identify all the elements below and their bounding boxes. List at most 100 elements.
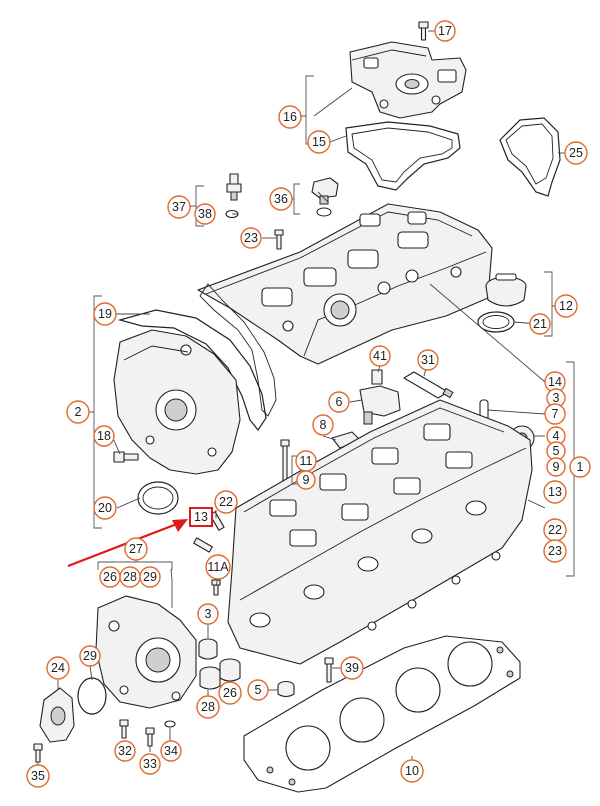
callout-ring — [79, 645, 101, 667]
callout-number: 37 — [172, 200, 186, 214]
part-bolt-33 — [145, 727, 155, 747]
callout-number: 22 — [219, 495, 233, 509]
callout-ring — [93, 496, 117, 520]
part-gasket-15-inner — [351, 127, 453, 183]
callout-c12: 12 — [554, 294, 578, 318]
part-cylinder-head — [227, 399, 533, 665]
callout-ring — [296, 470, 316, 490]
callout-ring — [167, 195, 191, 219]
callout-number: 19 — [98, 307, 112, 321]
callout-number: 9 — [303, 473, 310, 487]
callout-number: 22 — [548, 523, 562, 537]
callout-ring — [369, 345, 391, 367]
part-oil-filler-cap — [485, 273, 527, 307]
callout-c13b: 13 — [543, 480, 567, 504]
callout-number: 8 — [320, 418, 327, 432]
callout-number: 5 — [553, 444, 560, 458]
callout-number: 39 — [345, 661, 359, 675]
red-arrow — [67, 519, 188, 568]
part-plug-5 — [277, 680, 295, 698]
part-valve-6 — [359, 369, 401, 425]
callout-c7: 7 — [544, 403, 566, 425]
callout-number: 3 — [205, 607, 212, 621]
callout-ring — [205, 554, 231, 580]
part-timing-cover-2 — [113, 329, 241, 475]
callout-c34: 34 — [160, 740, 182, 762]
callout-number: 10 — [405, 764, 419, 778]
callout-number: 33 — [143, 757, 157, 771]
part-head-bolt-11 — [280, 439, 290, 483]
callout-number: 20 — [98, 501, 112, 515]
part-seal-20-inner — [142, 486, 174, 510]
callout-c29a: 29 — [139, 566, 161, 588]
callout-c9b: 9 — [296, 470, 316, 490]
callout-number: 25 — [569, 146, 583, 160]
callout-c5a: 5 — [546, 441, 566, 461]
callout-ring — [312, 414, 334, 436]
part-bolt-39 — [324, 657, 334, 683]
callout-number: 3 — [553, 391, 560, 405]
callout-number: 29 — [83, 649, 97, 663]
callout-c16: 16 — [278, 105, 302, 129]
callout-ring — [26, 764, 50, 788]
callout-c5b: 5 — [247, 679, 269, 701]
callout-number: 35 — [31, 769, 45, 783]
callout-c25: 25 — [564, 141, 588, 165]
callout-number: 24 — [51, 661, 65, 675]
callout-ring — [543, 480, 567, 504]
callout-c32: 32 — [114, 740, 136, 762]
callout-number: 1 — [577, 460, 584, 474]
part-cover-plate-24 — [39, 687, 75, 743]
part-washer-34 — [164, 720, 176, 728]
callout-number: 23 — [548, 544, 562, 558]
bracket-2 — [88, 295, 102, 529]
callout-number: 28 — [201, 700, 215, 714]
part-bushing-26 — [219, 658, 241, 682]
callout-c14: 14 — [544, 371, 566, 393]
part-bushing-3 — [198, 638, 218, 660]
callout-number: 2 — [75, 405, 82, 419]
part-gasket-25 — [499, 117, 561, 197]
callout-c19: 19 — [93, 302, 117, 326]
callout-c2: 2 — [66, 400, 90, 424]
part-o-ring-29 — [77, 677, 107, 715]
part-oil-separator-16 — [349, 41, 467, 119]
part-bolt-11a — [211, 579, 221, 596]
callout-number: 23 — [244, 231, 258, 245]
callout-ring — [564, 141, 588, 165]
callout-number: 17 — [438, 24, 452, 38]
callout-number: 7 — [552, 407, 559, 421]
callout-ring — [434, 20, 456, 42]
callout-number: 36 — [274, 192, 288, 206]
callout-ring — [278, 105, 302, 129]
callout-c33: 33 — [139, 753, 161, 775]
callout-c8: 8 — [312, 414, 334, 436]
callout-c9a: 9 — [546, 457, 566, 477]
callout-ring — [328, 391, 350, 413]
part-sensor-37 — [226, 173, 242, 201]
callout-number: 38 — [198, 207, 212, 221]
callout-ring — [543, 539, 567, 563]
part-cylinder-head-cover — [197, 203, 493, 365]
callout-ring — [340, 656, 364, 680]
part-bushing-28 — [199, 666, 221, 690]
callout-number: 6 — [336, 395, 343, 409]
part-tube-31 — [403, 371, 454, 399]
part-bolt-17 — [418, 21, 429, 41]
callout-ring — [569, 456, 591, 478]
callout-ring — [269, 187, 293, 211]
callout-ring — [139, 566, 161, 588]
callout-c4: 4 — [546, 426, 566, 446]
callout-ring — [46, 656, 70, 680]
callout-number: 11 — [300, 454, 313, 468]
part-head-gasket-10 — [243, 635, 521, 793]
callout-c11a: 11A — [205, 554, 231, 580]
part-bolt-32 — [119, 719, 129, 739]
callout-number: 41 — [373, 349, 387, 363]
callout-ring — [417, 349, 439, 371]
callout-c39: 39 — [340, 656, 364, 680]
callout-c38: 38 — [194, 203, 216, 225]
callout-c23b: 23 — [543, 539, 567, 563]
callout-ring — [218, 681, 242, 705]
